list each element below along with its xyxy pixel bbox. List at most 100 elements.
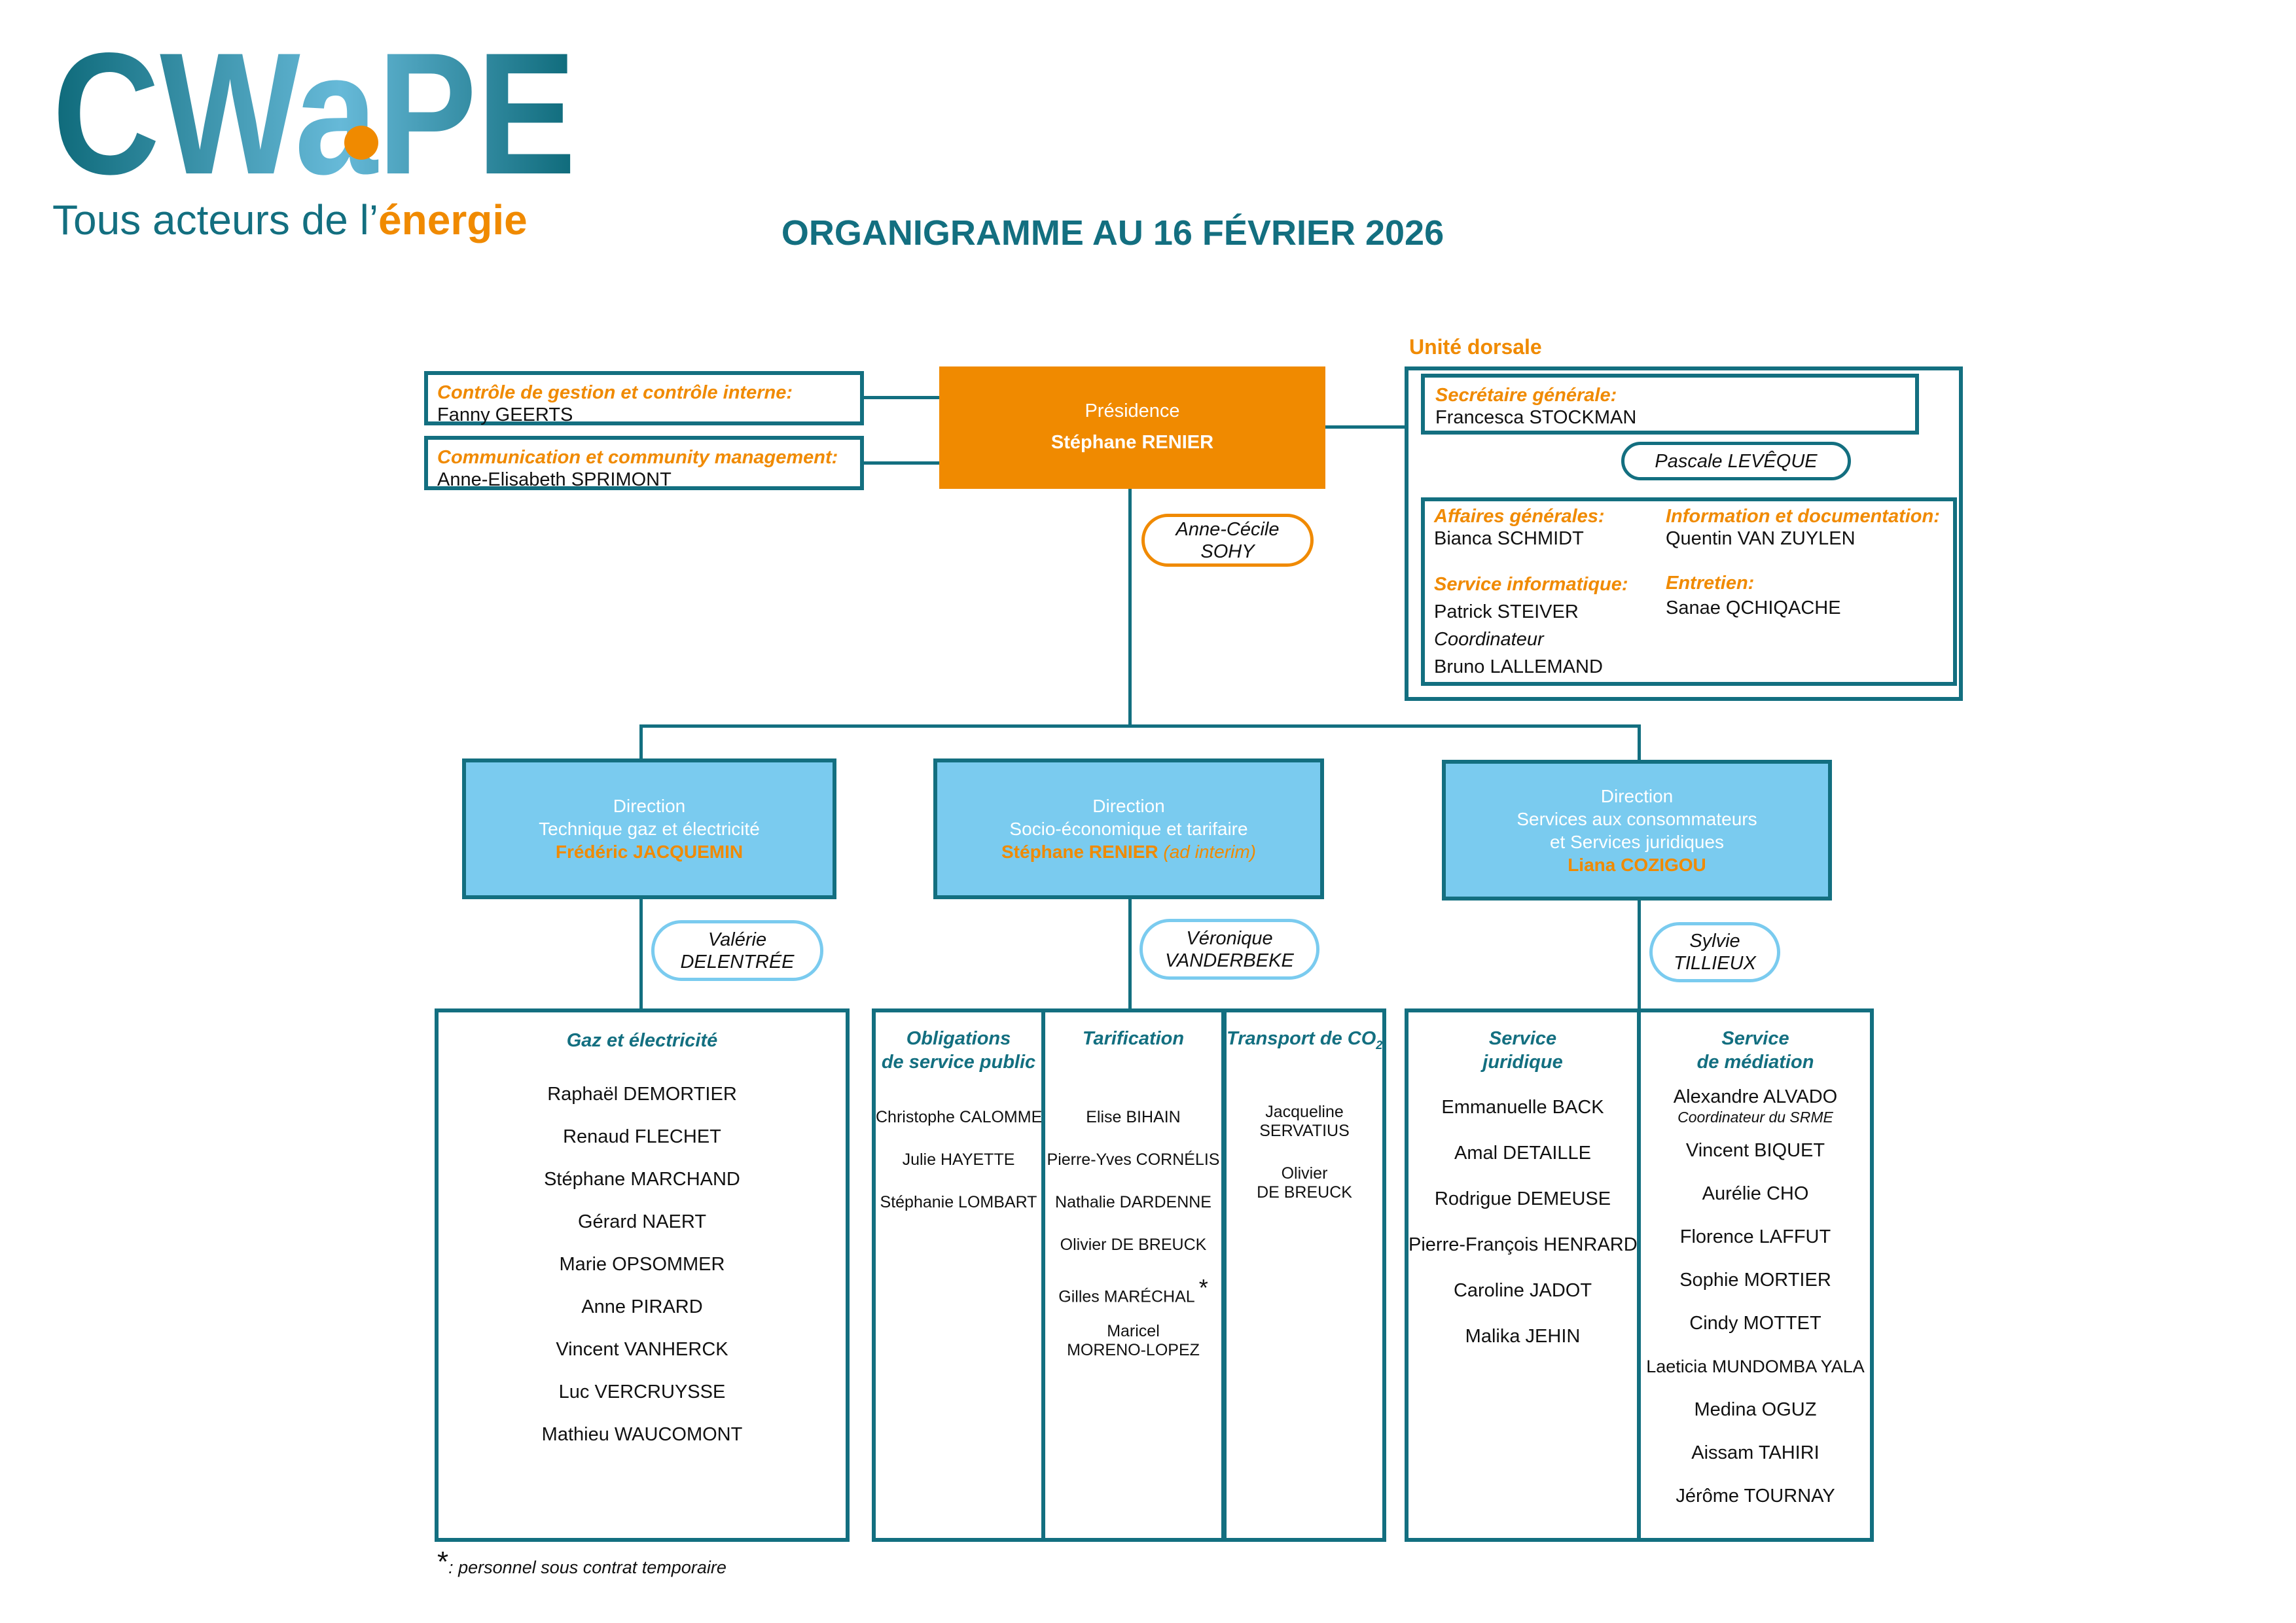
- member: Nathalie DARDENNE: [1055, 1193, 1211, 1211]
- direction-subtitle: Services aux consommateurs: [1516, 808, 1757, 829]
- connector: [639, 724, 643, 760]
- connector: [1128, 898, 1132, 1009]
- member: Christophe CALOMME: [876, 1108, 1043, 1126]
- member: Raphaël DEMORTIER: [547, 1084, 737, 1105]
- informatique-name: Patrick STEIVER: [1434, 601, 1579, 622]
- assistant-direction-technique: Valérie DELENTRÉE: [651, 920, 823, 981]
- direction-head: Frédéric JACQUEMIN: [555, 842, 744, 862]
- service-title: Gaz et électricité: [566, 1030, 718, 1051]
- svg-text:CWaPE: CWaPE: [52, 39, 576, 190]
- member: Stéphanie LOMBART: [880, 1193, 1037, 1211]
- direction-head: Stéphane RENIER: [1001, 842, 1158, 862]
- footnote-text: : personnel sous contrat temporaire: [448, 1558, 726, 1577]
- direction-subtitle: et Services juridiques: [1549, 831, 1725, 852]
- service-juridique: Service juridique Emmanuelle BACK Amal D…: [1405, 1008, 1641, 1542]
- tagline-accent: énergie: [378, 196, 528, 243]
- connector: [1638, 899, 1641, 1010]
- member: Rodrigue DEMEUSE: [1434, 1188, 1611, 1209]
- logo: CWaPE Tous acteurs de l’énergie: [52, 17, 596, 249]
- service-title-subscript: 2: [1376, 1038, 1383, 1052]
- assistant-direction-consommateurs: Sylvie TILLIEUX: [1649, 922, 1780, 982]
- connector: [1128, 489, 1132, 727]
- box-label: Contrôle de gestion et contrôle interne:: [437, 382, 793, 403]
- assistant-first: Véronique: [1186, 927, 1273, 949]
- member: Aurélie CHO: [1702, 1183, 1809, 1204]
- temporary-contract-mark: *: [1198, 1274, 1208, 1301]
- service-title: Service: [1721, 1028, 1789, 1049]
- member: Olivier DE BREUCK: [1060, 1236, 1207, 1254]
- logo-tagline: Tous acteurs de l’énergie: [52, 196, 596, 244]
- member: Vincent BIQUET: [1685, 1140, 1825, 1161]
- member: Alexandre ALVADO: [1673, 1086, 1838, 1107]
- box-communication: Communication et community management: A…: [424, 436, 864, 490]
- member: Pierre-François HENRARD: [1408, 1234, 1638, 1255]
- member: Amal DETAILLE: [1454, 1143, 1591, 1164]
- secretaire-name: Francesca STOCKMAN: [1435, 407, 1637, 428]
- service-transport-co2: Transport de CO2 Jacqueline SERVATIUS Ol…: [1223, 1008, 1386, 1542]
- unite-dorsale-heading: Unité dorsale: [1409, 335, 1542, 359]
- direction-subtitle: Socio-économique et tarifaire: [1009, 819, 1248, 839]
- box-controle-gestion: Contrôle de gestion et contrôle interne:…: [424, 371, 864, 425]
- member: Medina OGUZ: [1694, 1399, 1817, 1420]
- direction-title: Direction: [1092, 796, 1165, 816]
- service-tarification: Tarification Elise BIHAIN Pierre-Yves CO…: [1041, 1008, 1225, 1542]
- presidence-name: Stéphane RENIER: [1050, 432, 1214, 453]
- box-secretaire: Secrétaire générale: Francesca STOCKMAN: [1421, 374, 1919, 435]
- member: Vincent VANHERCK: [556, 1339, 728, 1360]
- member-role: Coordinateur du SRME: [1677, 1109, 1833, 1126]
- footnote: *: personnel sous contrat temporaire: [437, 1546, 726, 1578]
- member: Malika JEHIN: [1465, 1326, 1581, 1347]
- footnote-mark: *: [437, 1546, 449, 1578]
- member: Anne PIRARD: [581, 1296, 703, 1317]
- member: Marie OPSOMMER: [559, 1254, 725, 1275]
- assistant-first: Sylvie: [1689, 931, 1740, 952]
- box-name: Anne-Elisabeth SPRIMONT: [437, 469, 672, 490]
- direction-consommateurs: Direction Services aux consommateurs et …: [1442, 760, 1832, 901]
- member: Cindy MOTTET: [1689, 1313, 1821, 1334]
- service-title: Obligations: [906, 1028, 1011, 1049]
- service-informatique: Service informatique: Patrick STEIVER Co…: [1434, 571, 1628, 681]
- service-title: Tarification: [1082, 1028, 1185, 1049]
- member: Julie HAYETTE: [902, 1150, 1015, 1169]
- member: Gérard NAERT: [577, 1211, 707, 1232]
- member: Laeticia MUNDOMBA YALA: [1646, 1357, 1865, 1376]
- information-label: Information et documentation:: [1666, 506, 1940, 527]
- entretien: Entretien: Sanae QCHIQACHE: [1666, 571, 1841, 620]
- member: Mathieu WAUCOMONT: [541, 1424, 743, 1445]
- box-services-dorsaux: Affaires générales: Bianca SCHMIDT Infor…: [1421, 497, 1957, 686]
- assistant-last: SOHY: [1200, 541, 1255, 562]
- logo-wordmark: CWaPE: [52, 17, 576, 211]
- tagline-main: Tous acteurs de l’: [52, 196, 379, 243]
- affaires-name: Bianca SCHMIDT: [1434, 528, 1584, 549]
- assistant-last: TILLIEUX: [1674, 953, 1756, 974]
- service-osp: Obligations de service public Christophe…: [872, 1008, 1045, 1542]
- secretaire-label: Secrétaire générale:: [1435, 385, 1617, 406]
- member: Stéphane MARCHAND: [544, 1169, 740, 1190]
- member: DE BREUCK: [1257, 1183, 1352, 1202]
- affaires-generales: Affaires générales: Bianca SCHMIDT: [1434, 505, 1605, 550]
- connector: [1325, 425, 1407, 429]
- member: Caroline JADOT: [1453, 1280, 1592, 1301]
- box-presidence: Présidence Stéphane RENIER: [939, 366, 1325, 489]
- member: Jacqueline: [1265, 1102, 1344, 1121]
- assistant-secretaire: Pascale LEVÊQUE: [1621, 442, 1851, 480]
- box-name: Fanny GEERTS: [437, 404, 573, 425]
- service-title: de service public: [881, 1052, 1036, 1073]
- member: Sophie MORTIER: [1679, 1270, 1831, 1291]
- member: Elise BIHAIN: [1086, 1108, 1181, 1126]
- service-title: Transport de CO: [1227, 1028, 1376, 1049]
- entretien-name: Sanae QCHIQACHE: [1666, 597, 1841, 618]
- direction-socio-economique: Direction Socio-économique et tarifaire …: [933, 758, 1324, 899]
- assistant-last: VANDERBEKE: [1165, 950, 1294, 971]
- service-title: juridique: [1482, 1052, 1563, 1073]
- member: SERVATIUS: [1259, 1121, 1350, 1140]
- connector: [639, 724, 1641, 728]
- presidence-title: Présidence: [1085, 401, 1180, 421]
- connector: [1638, 724, 1641, 760]
- member: Emmanuelle BACK: [1441, 1097, 1604, 1118]
- service-gaz-electricite: Gaz et électricité Raphaël DEMORTIER Ren…: [435, 1008, 850, 1542]
- member: Pierre-Yves CORNÉLIS: [1047, 1150, 1220, 1169]
- member: Florence LAFFUT: [1679, 1226, 1831, 1247]
- direction-technique: Direction Technique gaz et électricité F…: [462, 758, 836, 899]
- information-documentation: Information et documentation: Quentin VA…: [1666, 505, 1940, 550]
